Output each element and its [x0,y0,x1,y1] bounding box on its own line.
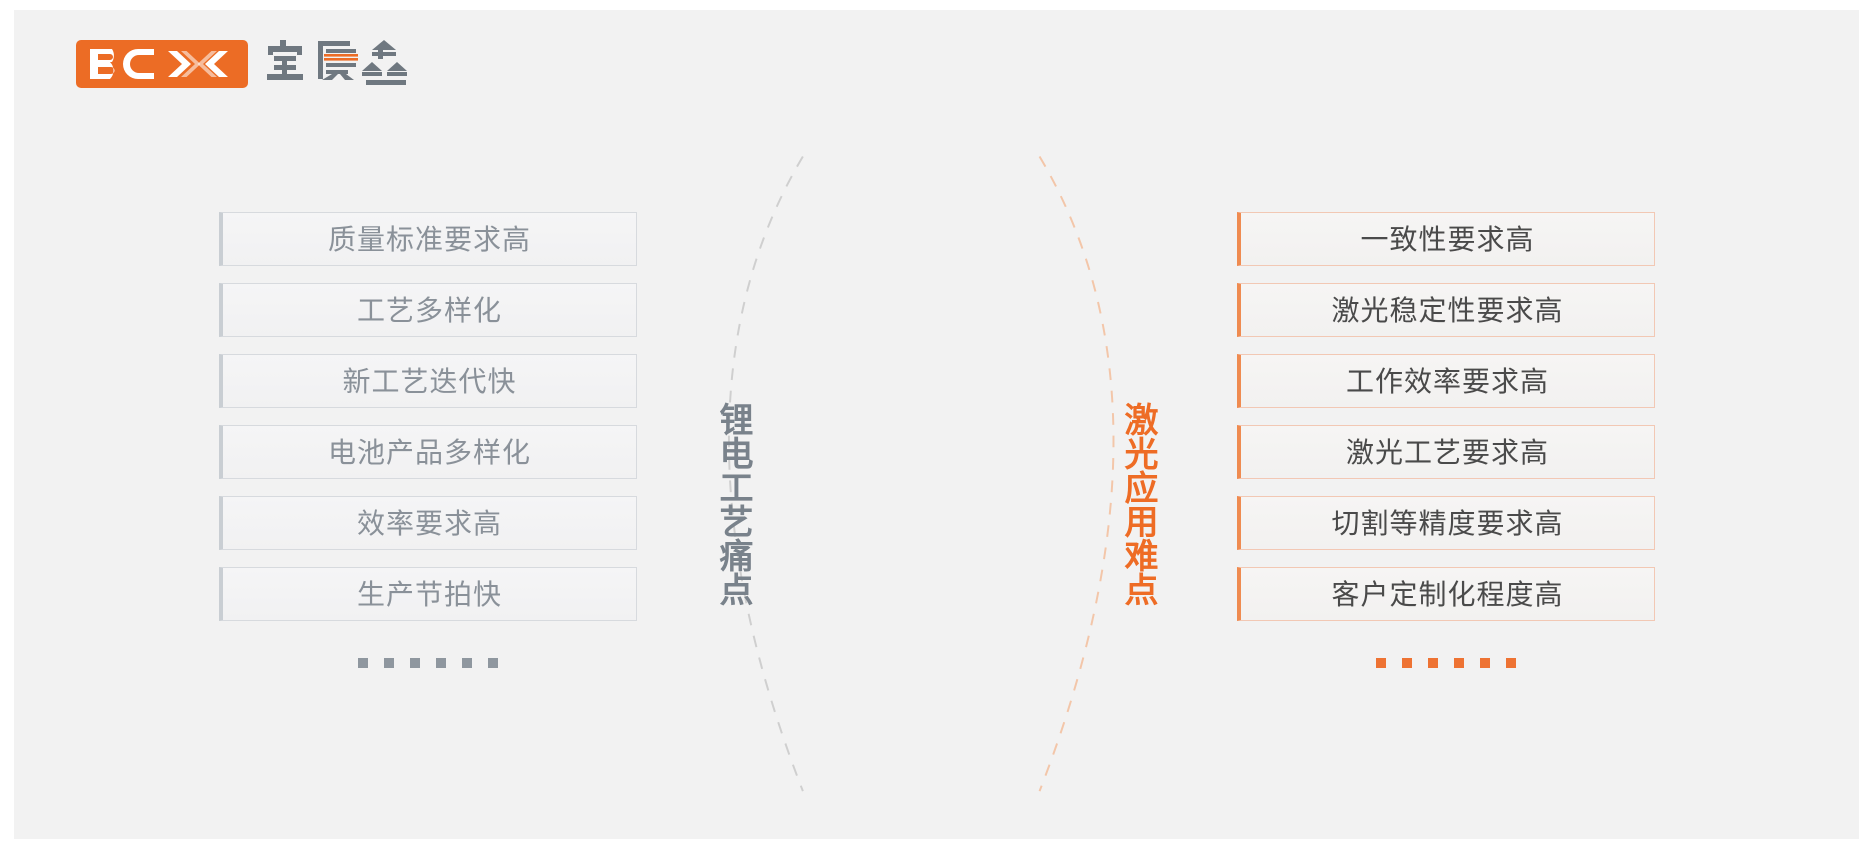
left-items-column: 质量标准要求高 工艺多样化 新工艺迭代快 电池产品多样化 效率要求高 生产节拍快 [219,212,637,668]
dot-icon [1402,658,1412,668]
chinese-wordmark-icon [267,40,407,85]
list-item[interactable]: 新工艺迭代快 [219,354,637,408]
right-vertical-title: 激光应用难点 [1119,402,1157,606]
list-item[interactable]: 电池产品多样化 [219,425,637,479]
right-items-column: 一致性要求高 激光稳定性要求高 工作效率要求高 激光工艺要求高 切割等精度要求高… [1237,212,1655,668]
dot-icon [1454,658,1464,668]
list-item[interactable]: 效率要求高 [219,496,637,550]
list-item[interactable]: 激光稳定性要求高 [1237,283,1655,337]
dot-icon [488,658,498,668]
dot-icon [1376,658,1386,668]
list-item[interactable]: 客户定制化程度高 [1237,567,1655,621]
bcx-logo-icon [90,49,228,79]
dot-icon [1428,658,1438,668]
right-dashed-arc-icon [1038,155,1115,792]
list-item[interactable]: 一致性要求高 [1237,212,1655,266]
right-ellipsis-dots [1237,658,1655,668]
dot-icon [384,658,394,668]
dot-icon [462,658,472,668]
list-item[interactable]: 切割等精度要求高 [1237,496,1655,550]
left-ellipsis-dots [219,658,637,668]
left-vertical-title: 锂电工艺痛点 [714,402,752,606]
dot-icon [358,658,368,668]
list-item[interactable]: 激光工艺要求高 [1237,425,1655,479]
list-item[interactable]: 质量标准要求高 [219,212,637,266]
dot-icon [436,658,446,668]
dot-icon [1480,658,1490,668]
dot-icon [1506,658,1516,668]
dot-icon [410,658,420,668]
list-item[interactable]: 工艺多样化 [219,283,637,337]
logo-mark-bcx [76,40,248,88]
list-item[interactable]: 生产节拍快 [219,567,637,621]
logo-wordmark-chinese [266,38,466,90]
list-item[interactable]: 工作效率要求高 [1237,354,1655,408]
brand-logo [76,33,466,95]
